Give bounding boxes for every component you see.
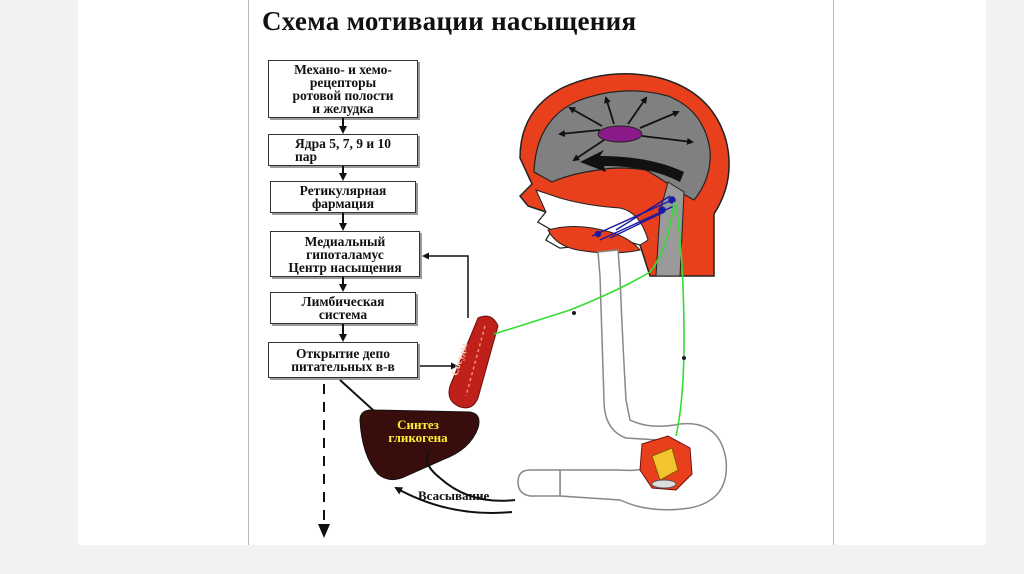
page-title: Схема мотивации насыщения <box>262 6 637 36</box>
box-receptors-line-4: и желудка <box>312 101 374 116</box>
nerve-to-stomach <box>675 203 685 437</box>
box-nuclei-line-1: Ядра 5, 7, 9 и 10 <box>295 136 391 151</box>
dashed-arrow-head <box>318 524 330 538</box>
digestive-tract <box>517 249 728 511</box>
absorption-curve-lower <box>394 487 513 514</box>
box-receptors-line-2: рецепторы <box>309 75 377 90</box>
afferent-nerves <box>493 201 686 437</box>
absorption-label: Всасывание <box>418 488 490 503</box>
liver-shape <box>359 409 480 480</box>
box-nuclei: Ядра 5, 7, 9 и 10 пар <box>268 134 418 166</box>
satiety-center-nucleus <box>597 125 643 143</box>
box-hypothalamus: Медиальный гипоталамус Центр насыщения <box>270 231 420 277</box>
box-nuclei-line-2: пар <box>295 149 318 164</box>
box-depot-line-2: питательных в-в <box>291 359 395 374</box>
box-reticular-line-1: Ретикулярная <box>299 183 387 198</box>
box-limbic-line-1: Лимбическая <box>301 294 385 309</box>
absorption-arrows <box>394 449 516 514</box>
stomach-food <box>639 435 693 491</box>
absorption-curve-upper <box>425 449 516 502</box>
box-reticular-line-2: фармация <box>311 196 375 211</box>
box-receptors-line-1: Механо- и хемо- <box>294 62 392 77</box>
arrow-vessel-hypothalamus <box>422 252 469 318</box>
liver-label: Синтез гликогена <box>372 418 464 444</box>
cranial-nerves <box>591 195 676 241</box>
box-depot: Открытие депо питательных в-в <box>268 342 418 378</box>
box-reticular: Ретикулярная фармация <box>270 181 416 213</box>
box-limbic: Лимбическая система <box>270 292 416 324</box>
box-hypothalamus-line-3: Центр насыщения <box>288 259 402 275</box>
blood-vessel <box>448 315 499 409</box>
box-receptors-line-3: ротовой полости <box>292 88 394 103</box>
flow-arrows <box>318 118 469 538</box>
head-illustration <box>518 73 730 277</box>
nerve-to-vessel <box>493 201 675 335</box>
box-depot-line-1: Открытие депо <box>295 346 391 361</box>
liver-label-line-2: гликогена <box>388 430 448 445</box>
box-receptors: Механо- и хемо- рецепторы ротовой полост… <box>268 60 418 118</box>
box-limbic-line-2: система <box>318 307 368 322</box>
box-hypothalamus-line-1: Медиальный <box>304 233 386 249</box>
liver-label-line-1: Синтез <box>397 417 439 432</box>
box-hypothalamus-line-2: гипоталамус <box>306 246 384 262</box>
